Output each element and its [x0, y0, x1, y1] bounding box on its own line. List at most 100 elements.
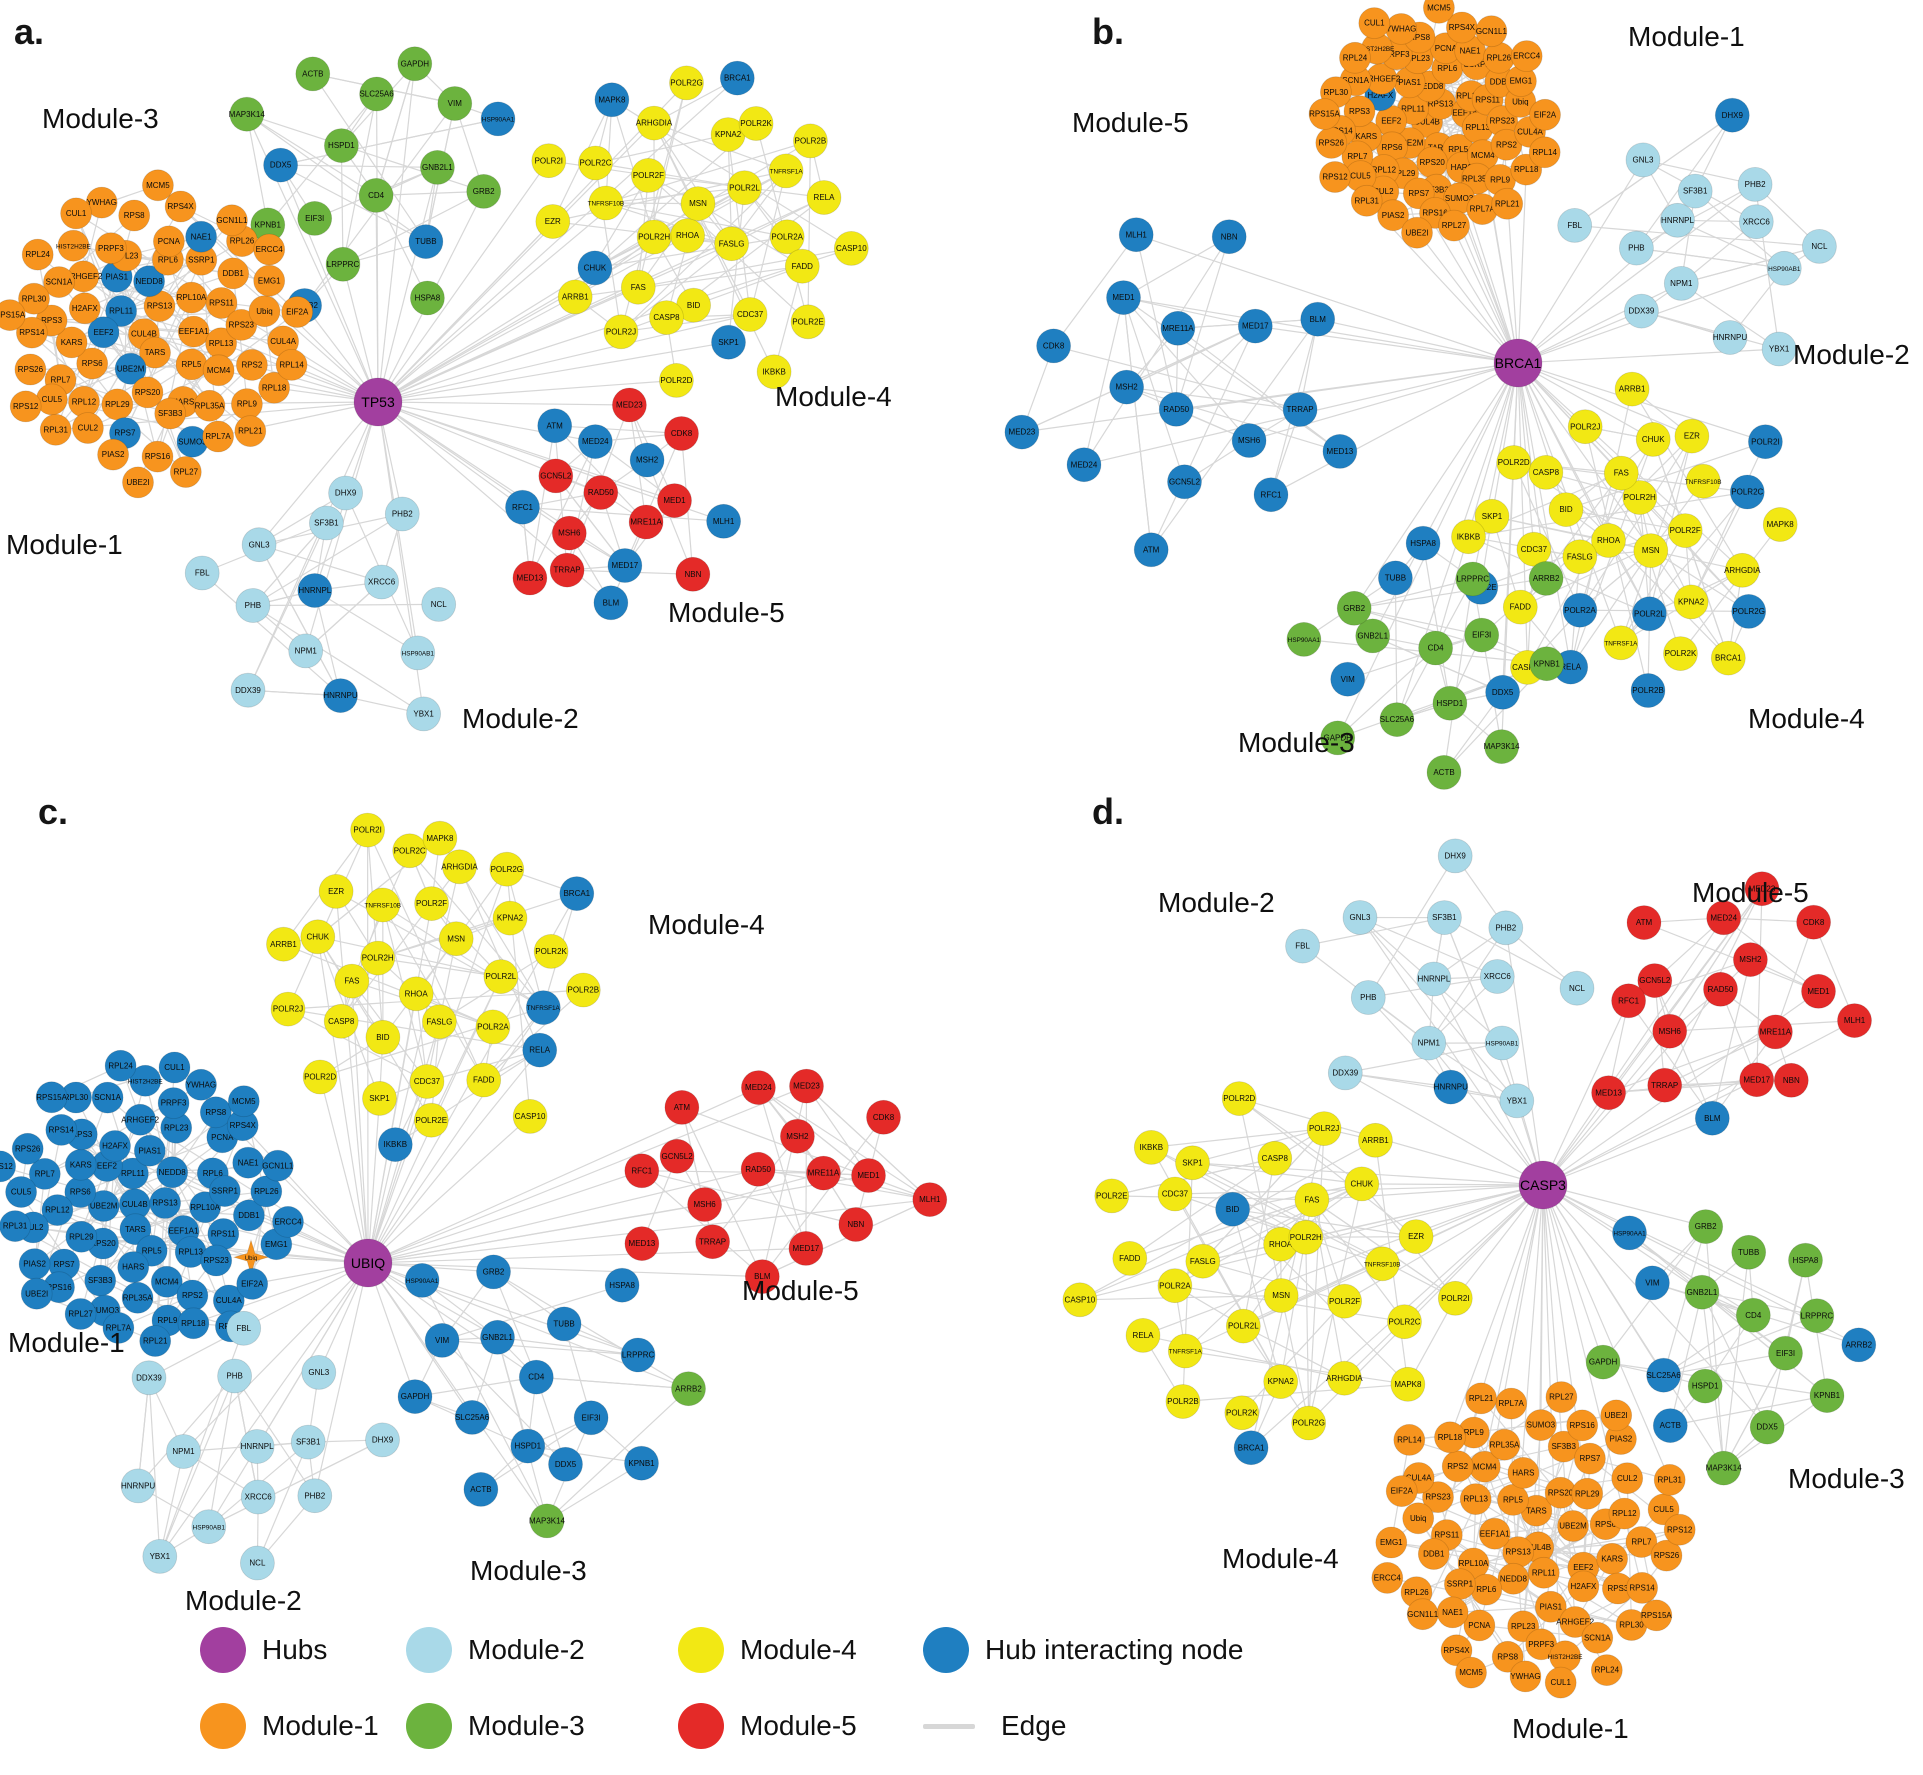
- node-CDC37: [1157, 1176, 1193, 1212]
- node-HNRNPL: [297, 573, 333, 608]
- node-HSP90AB1: [1766, 250, 1802, 286]
- node-label: MSN: [1272, 1291, 1290, 1300]
- node-EEF1A1: [177, 315, 210, 348]
- node-label: KPNB1: [255, 221, 282, 230]
- edge: [546, 1388, 689, 1522]
- node-RPS20: [131, 376, 164, 409]
- node-SLC25A6: [454, 1400, 490, 1435]
- node-DDX39: [1624, 293, 1659, 329]
- edge: [529, 425, 556, 579]
- node-label: FASLG: [719, 239, 745, 248]
- node-label: NPM1: [172, 1447, 195, 1456]
- node-label: RPL31: [1354, 196, 1379, 205]
- node-RPL14: [275, 348, 308, 381]
- node-Ubiq: [1402, 1502, 1435, 1535]
- node-label: MED24: [1071, 460, 1098, 469]
- node-label: KPNB1: [1534, 659, 1561, 668]
- node-BID: [1548, 492, 1584, 528]
- node-label: CUL4B: [122, 1200, 148, 1209]
- node-label: CD4: [1745, 1311, 1762, 1320]
- node-RFC1: [1611, 983, 1646, 1019]
- node-NEDD8: [1497, 1562, 1530, 1595]
- node-HSP90AA1: [480, 101, 516, 137]
- node-label: POLR2D: [304, 1073, 336, 1082]
- node-label: RPS16: [145, 452, 171, 461]
- node-MED1: [1801, 973, 1836, 1009]
- node-BRCA1: [719, 60, 755, 96]
- node-label: RPS8: [124, 211, 145, 220]
- node-label: POLR2H: [362, 954, 394, 963]
- node-MED24: [1706, 900, 1742, 936]
- node-label: RPS8: [1497, 1652, 1518, 1661]
- edge: [1122, 297, 1186, 482]
- node-RPL27: [1438, 209, 1470, 242]
- edge: [493, 1271, 689, 1390]
- node-PHB: [1619, 230, 1654, 266]
- node-POLR2F: [631, 157, 666, 193]
- node-label: HSPD1: [1692, 1382, 1719, 1391]
- edge: [681, 1107, 763, 1277]
- node-label: RPL5: [142, 1246, 163, 1255]
- node-PRPF3: [95, 232, 127, 265]
- node-PRPF3: [157, 1087, 190, 1119]
- node-label: RPL31: [1657, 1476, 1682, 1485]
- node-VIM: [1330, 661, 1366, 697]
- node-DHX9: [365, 1422, 400, 1458]
- node-RPL14: [1528, 136, 1561, 169]
- node-POLR2J: [270, 991, 306, 1027]
- node-label: LRPPRC: [327, 260, 360, 269]
- node-label: SLC25A6: [1646, 1371, 1681, 1380]
- node-SKP1: [1474, 498, 1510, 534]
- node-label: CD4: [1428, 644, 1445, 653]
- edge: [377, 379, 677, 403]
- node-label: RPL14: [279, 361, 304, 370]
- node-label: DDX39: [1332, 1069, 1358, 1078]
- node-label: FBL: [1295, 942, 1310, 951]
- node-MED13: [1591, 1075, 1626, 1111]
- panel-c-labels: Module-4Module-1Module-5Module-2Module-3…: [8, 791, 859, 1616]
- node-PIAS2: [97, 438, 129, 471]
- edge: [252, 513, 403, 607]
- node-label: RPL23: [114, 251, 139, 260]
- node-label: PHB2: [392, 510, 413, 519]
- node-LRPPRC: [620, 1337, 656, 1373]
- node-label: NBN: [1783, 1076, 1800, 1085]
- node-MCM5: [1423, 0, 1455, 24]
- node-TNFRSF10B: [1364, 1246, 1400, 1282]
- node-label: CUL4A: [1406, 1474, 1432, 1483]
- node-MLH1: [912, 1182, 948, 1217]
- node-GAPDH: [1320, 720, 1356, 756]
- node-MED1: [851, 1158, 886, 1193]
- node-label: RPL12: [1372, 166, 1397, 175]
- node-label: CHUK: [1642, 435, 1665, 444]
- node-label: ARRB2: [1845, 1341, 1872, 1350]
- node-label: HSPA8: [1410, 539, 1436, 548]
- node-MSH2: [629, 442, 665, 478]
- node-POLR2C: [1729, 474, 1765, 510]
- edge: [208, 1439, 383, 1528]
- node-POLR2D: [1496, 445, 1532, 480]
- hub-node-UBIQ: [343, 1238, 393, 1288]
- node-HARS: [1507, 1457, 1540, 1489]
- node-label: RPS20: [135, 388, 161, 397]
- node-label: NPM1: [1418, 1039, 1441, 1048]
- node-GNB2L1: [1355, 618, 1391, 654]
- node-label: RPL23: [1511, 1622, 1536, 1631]
- node-EEF2: [87, 316, 120, 349]
- edge: [367, 1007, 544, 1264]
- node-label: POLR2C: [1731, 488, 1763, 497]
- node-POLR2F: [1667, 513, 1703, 548]
- node-label: MLH1: [1126, 230, 1148, 239]
- node-XRCC6: [240, 1479, 276, 1515]
- node-label: RPS3: [71, 1130, 92, 1139]
- node-label: EIF3I: [1776, 1349, 1795, 1358]
- node-RPL21: [139, 1325, 172, 1357]
- panel-b: RAD50MRE11AMSH6MSH2MED17GCN5L2MED1TRRAPM…: [1004, 0, 1910, 790]
- node-POLR2D: [302, 1059, 338, 1095]
- edge: [159, 1375, 236, 1557]
- node-TNFRSF10B: [365, 887, 401, 923]
- node-label: DDX39: [136, 1373, 162, 1382]
- node-label: DDX5: [1492, 688, 1514, 697]
- hub-label-BRCA1: BRCA1: [1495, 355, 1542, 371]
